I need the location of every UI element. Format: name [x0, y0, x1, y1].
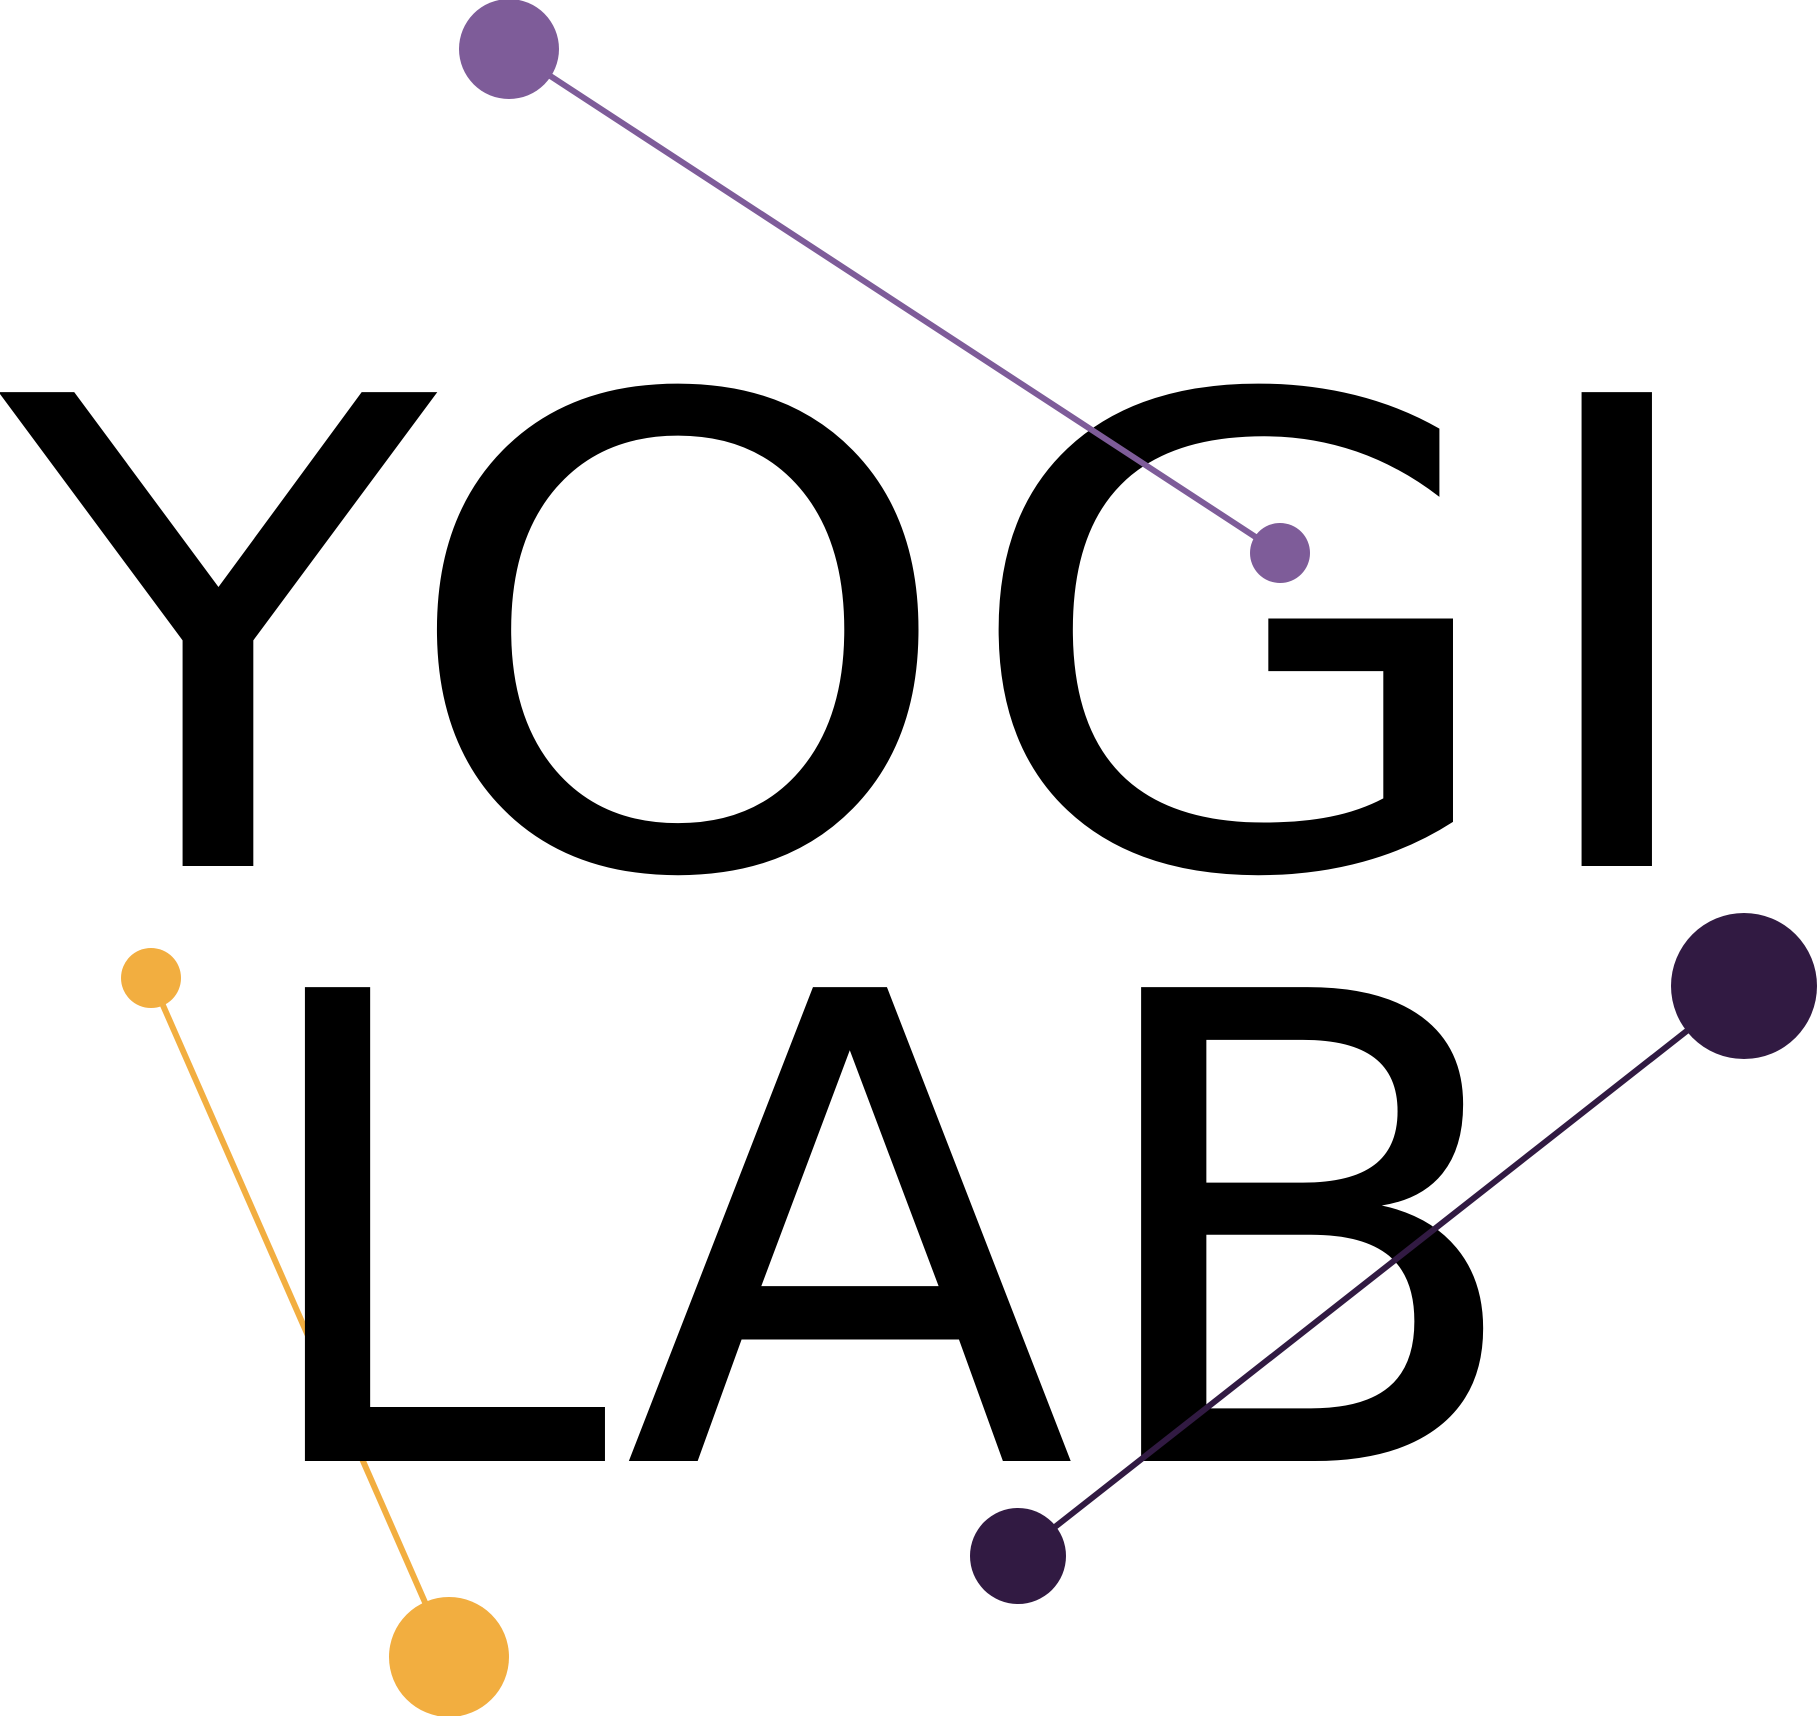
- purple-molecule-small-dot: [1250, 523, 1310, 583]
- logo-line-lab: LAB: [240, 859, 1530, 1615]
- purple-molecule-large-dot: [459, 0, 559, 99]
- dark-purple-molecule: [970, 913, 1817, 1604]
- dark-purple-molecule-link: [1016, 983, 1746, 1559]
- logo-wordmark: YOGI LAB: [0, 264, 1722, 1615]
- orange-molecule-small-dot: [121, 948, 181, 1008]
- dark-purple-molecule-small-dot: [970, 1508, 1066, 1604]
- orange-molecule-link: [148, 976, 452, 1659]
- orange-molecule: [121, 948, 509, 1716]
- orange-molecule-large-dot: [389, 1597, 509, 1716]
- purple-molecule-link: [507, 46, 1282, 556]
- purple-molecule: [459, 0, 1310, 583]
- logo-line-yogi: YOGI: [0, 264, 1722, 1020]
- dark-purple-molecule-large-dot: [1671, 913, 1817, 1059]
